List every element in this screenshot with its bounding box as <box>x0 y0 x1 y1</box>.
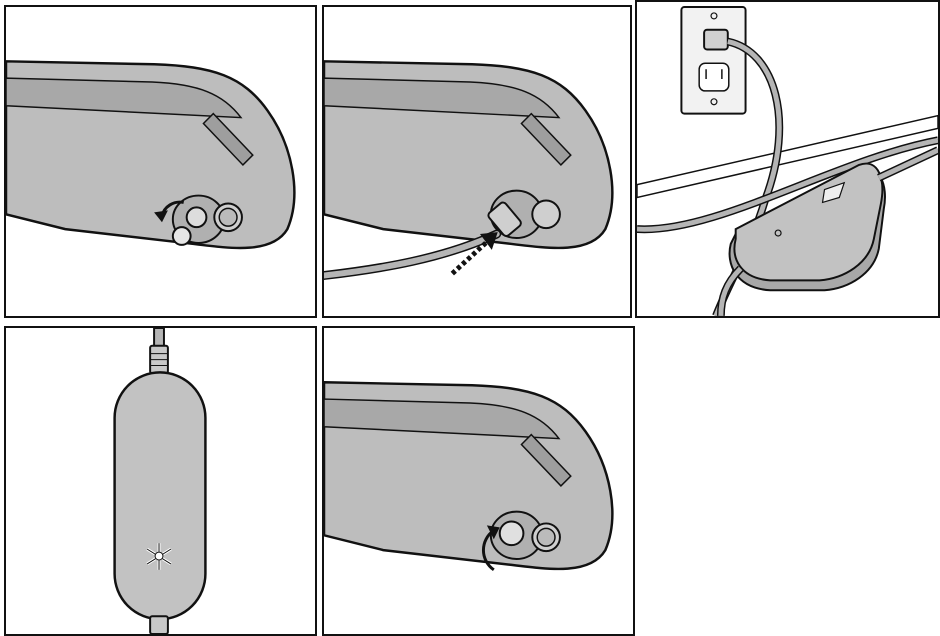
panel-charger-light <box>4 326 317 636</box>
charger-wall-outlet-illustration <box>637 2 938 316</box>
battery-insert-plug-illustration <box>324 7 630 316</box>
power-plug-icon <box>704 30 728 50</box>
wall-outlet-icon <box>681 7 745 114</box>
panel-close-port-cover <box>322 326 635 636</box>
charger-brick-icon <box>115 372 206 619</box>
charger-indicator-illustration <box>6 328 315 634</box>
panel-wall-outlet <box>635 0 940 318</box>
battery-open-cover-illustration <box>6 7 315 316</box>
port-cover-icon <box>500 521 524 545</box>
battery-close-cover-illustration <box>324 328 633 634</box>
port-cover-icon <box>173 227 191 245</box>
panel-open-port-cover <box>4 5 317 318</box>
panel-insert-plug <box>322 5 632 318</box>
